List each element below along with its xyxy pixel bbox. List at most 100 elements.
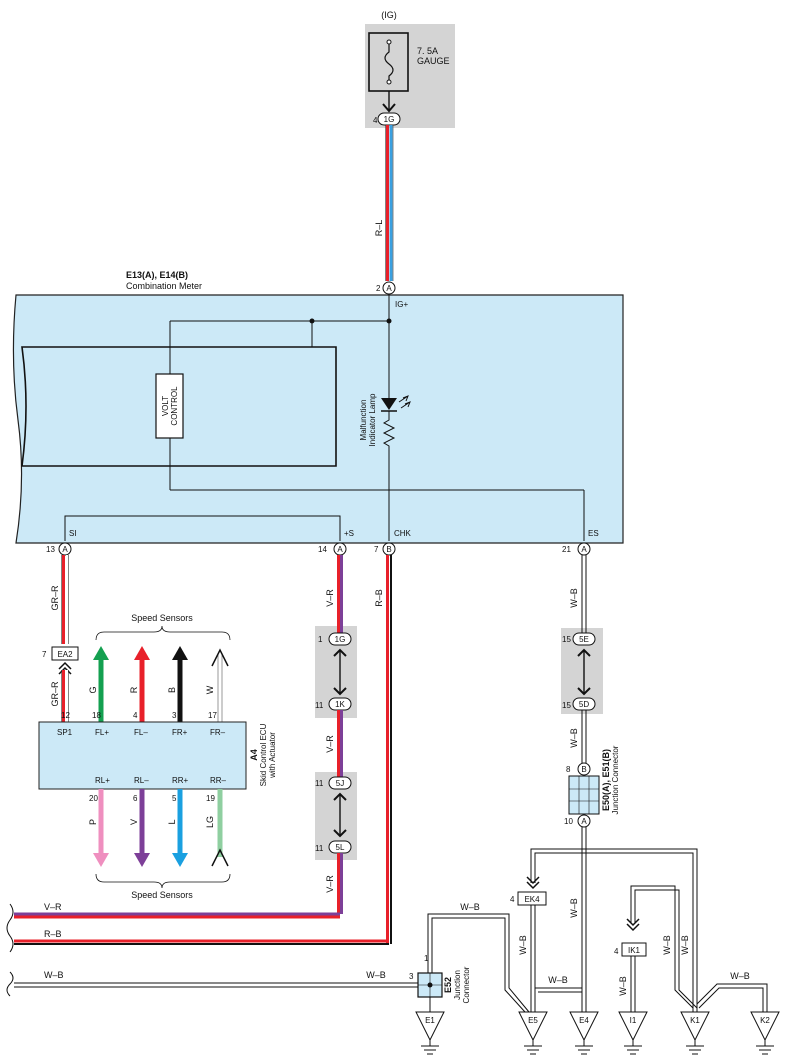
- svg-text:+S: +S: [344, 529, 354, 538]
- svg-text:14: 14: [318, 545, 327, 554]
- svg-text:5D: 5D: [579, 700, 589, 709]
- svg-text:1G: 1G: [384, 115, 395, 124]
- sensor-arrow-w-icon: [211, 648, 229, 667]
- svg-text:18: 18: [92, 711, 101, 720]
- svg-text:W–B: W–B: [569, 898, 579, 918]
- svg-text:7: 7: [374, 545, 379, 554]
- wire-r-b: [14, 555, 392, 945]
- wire-w-b-ik1: [630, 885, 698, 1009]
- connector-5d: [572, 697, 596, 711]
- speed-sensors-brace-top: [95, 625, 231, 641]
- svg-text:1: 1: [318, 635, 323, 644]
- svg-text:IK1: IK1: [628, 946, 641, 955]
- fuse-supply-label: (IG): [381, 10, 397, 20]
- svg-text:11: 11: [315, 844, 324, 853]
- svg-text:1G: 1G: [335, 635, 346, 644]
- fuse-element-icon: [384, 40, 394, 84]
- meter-es-connector: [577, 542, 591, 556]
- svg-text:RR–: RR–: [210, 776, 227, 785]
- svg-text:W–B: W–B: [569, 728, 579, 748]
- svg-text:FL+: FL+: [95, 728, 109, 737]
- svg-text:5E: 5E: [579, 635, 589, 644]
- svg-text:FR–: FR–: [210, 728, 226, 737]
- junction-connector-e50: [568, 775, 600, 815]
- wire-w-b-to-e4: [581, 827, 587, 1012]
- svg-text:10: 10: [564, 817, 573, 826]
- svg-text:Junction: Junction: [453, 970, 462, 1000]
- svg-text:P: P: [88, 819, 98, 825]
- svg-text:4: 4: [614, 947, 619, 956]
- svg-text:E50(A), E51(B): E50(A), E51(B): [601, 749, 611, 811]
- sensor-arrow-g-icon: [93, 646, 109, 660]
- speed-sensors-brace-bottom: [95, 873, 231, 889]
- svg-text:SP1: SP1: [57, 728, 73, 737]
- meter-ids: E13(A), E14(B): [126, 270, 188, 280]
- svg-text:1: 1: [424, 954, 429, 963]
- svg-text:Skid Control ECU: Skid Control ECU: [259, 723, 268, 786]
- svg-text:B: B: [167, 687, 177, 693]
- resistor-icon: [382, 411, 396, 541]
- svg-text:A: A: [337, 545, 343, 554]
- svg-text:11: 11: [315, 779, 324, 788]
- ground-label-k1: K1: [690, 1016, 700, 1025]
- ground-i1: [618, 1011, 648, 1055]
- svg-text:21: 21: [562, 545, 571, 554]
- wire-v-r-segment-2: [337, 710, 343, 778]
- fuse-name: GAUGE: [417, 56, 450, 66]
- svg-text:6: 6: [133, 794, 138, 803]
- svg-text:5: 5: [172, 794, 177, 803]
- svg-text:A: A: [581, 545, 587, 554]
- ground-label-e4: E4: [579, 1016, 589, 1025]
- svg-text:W–B: W–B: [618, 976, 628, 996]
- ek4-arrow-icon: [526, 876, 540, 890]
- skid-control-ecu: [38, 721, 247, 790]
- wire-break-mark-bottom: [6, 971, 14, 997]
- svg-text:Junction Connector: Junction Connector: [611, 745, 620, 814]
- sensor-arrow-v-icon: [134, 853, 150, 867]
- svg-text:V–R: V–R: [325, 875, 335, 893]
- ground-label-e1: E1: [425, 1016, 435, 1025]
- svg-text:A: A: [386, 284, 392, 293]
- wire-w-b-branch-ek4-k1: [530, 848, 698, 1012]
- svg-text:2: 2: [376, 284, 381, 293]
- svg-text:W–B: W–B: [680, 935, 690, 955]
- sensor-arrow-lg-icon: [211, 848, 229, 867]
- svg-text:CHK: CHK: [394, 529, 412, 538]
- svg-text:17: 17: [208, 711, 217, 720]
- svg-text:ES: ES: [588, 529, 599, 538]
- svg-text:RL–: RL–: [134, 776, 149, 785]
- svg-text:8: 8: [566, 765, 571, 774]
- indicator-lamp-icon: [381, 398, 397, 410]
- ground-k2: [750, 1011, 780, 1055]
- fuse-rating: 7. 5A: [417, 46, 438, 56]
- svg-text:W–B: W–B: [460, 902, 480, 912]
- connector-ek4: [517, 891, 547, 906]
- svg-text:V–R: V–R: [44, 902, 62, 912]
- svg-text:V–R: V–R: [325, 735, 335, 753]
- wire-w-b-es: [581, 555, 587, 636]
- svg-text:W–B: W–B: [662, 935, 672, 955]
- svg-text:VOLT: VOLT: [161, 396, 170, 416]
- svg-text:R–B: R–B: [374, 589, 384, 607]
- ea2-arrow-icon: [58, 661, 72, 675]
- wire-v-r-segment-1: [337, 555, 343, 634]
- connector-5e: [572, 632, 596, 646]
- fuse-arrow-icon: [382, 103, 396, 113]
- ik1-arrow-icon: [626, 918, 640, 932]
- svg-text:A: A: [581, 817, 587, 826]
- ground-e5: [518, 1011, 548, 1055]
- svg-text:4: 4: [373, 116, 378, 125]
- svg-text:12: 12: [61, 711, 70, 720]
- svg-text:Indicator Lamp: Indicator Lamp: [368, 393, 377, 446]
- connector-ik1: [621, 942, 647, 957]
- ground-label-k2: K2: [760, 1016, 770, 1025]
- svg-text:3: 3: [409, 972, 414, 981]
- svg-text:GR–R: GR–R: [50, 681, 60, 707]
- svg-text:B: B: [581, 765, 586, 774]
- svg-text:A: A: [62, 545, 68, 554]
- svg-text:W: W: [205, 685, 215, 694]
- svg-text:20: 20: [89, 794, 98, 803]
- svg-text:RL+: RL+: [95, 776, 110, 785]
- svg-text:R–B: R–B: [44, 929, 62, 939]
